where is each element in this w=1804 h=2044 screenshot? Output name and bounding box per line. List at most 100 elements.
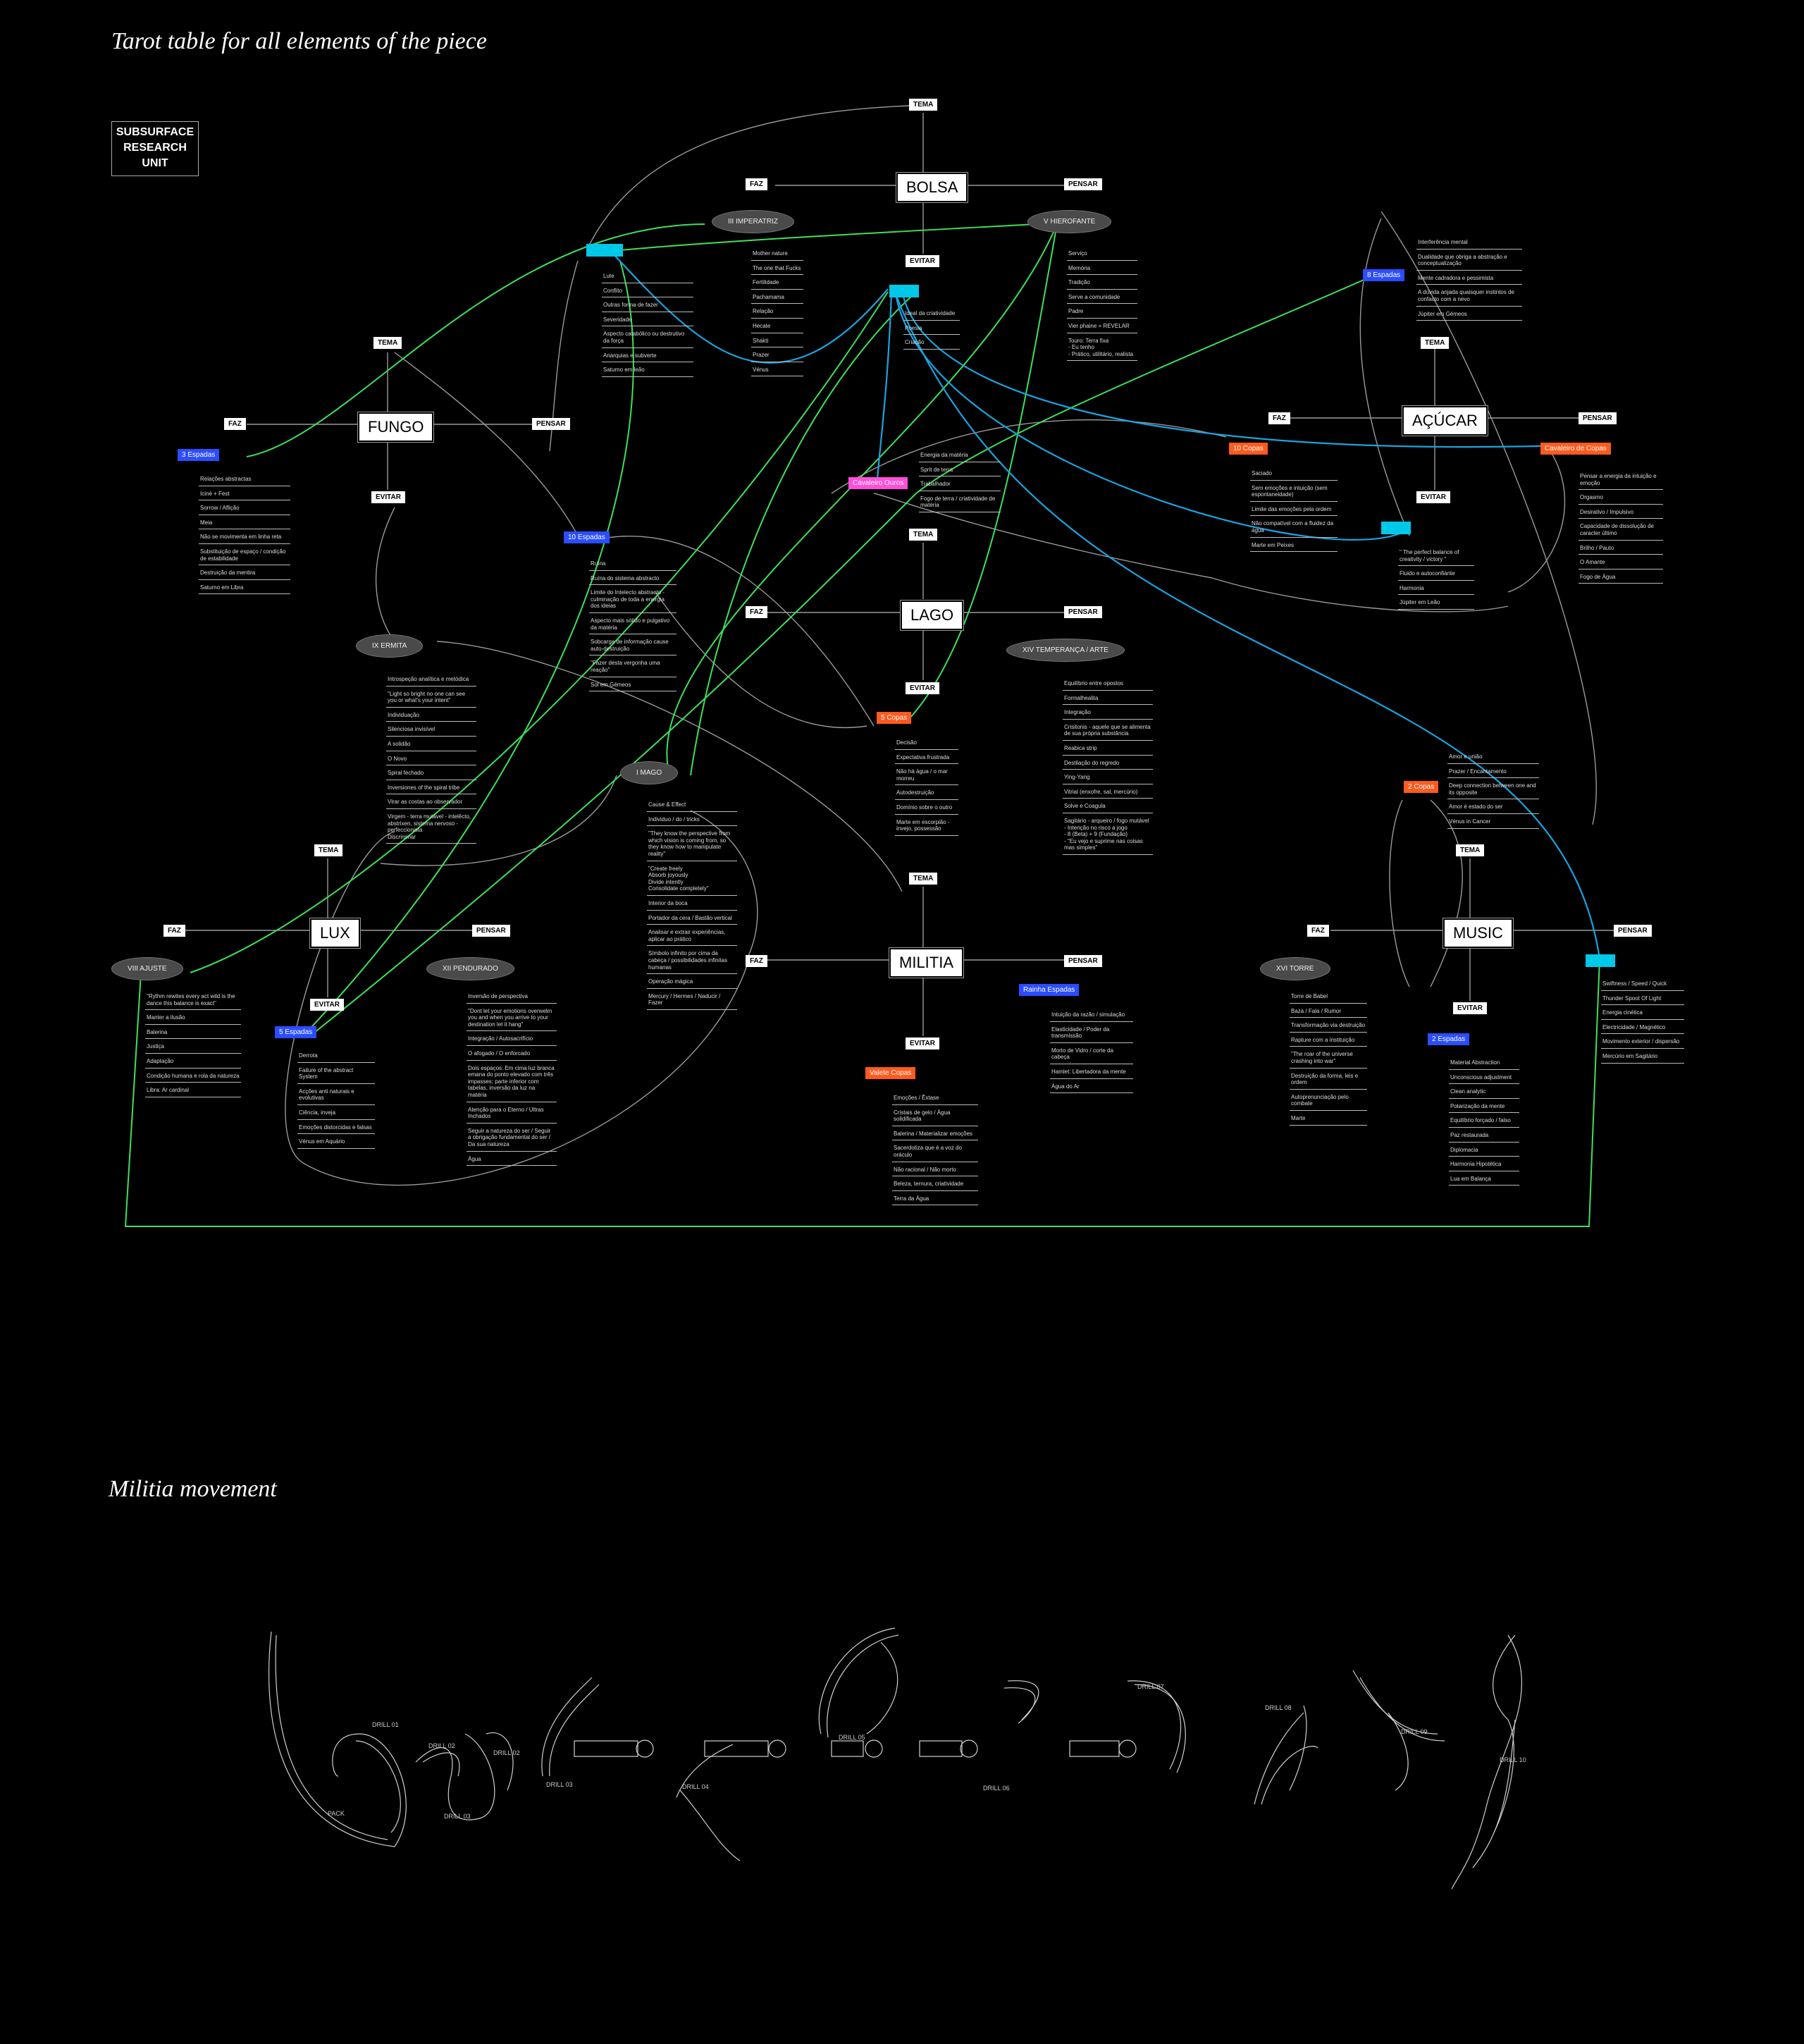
drill-label: DRILL 01 (372, 1721, 399, 1728)
card-tag-cyan[interactable] (1586, 954, 1615, 967)
blue-links (612, 253, 1601, 959)
hub-music[interactable]: MUSIC (1442, 918, 1514, 949)
drill-label: DRILL 10 (1500, 1756, 1526, 1763)
card-cavaleiro-copas[interactable]: Cavaleiro de Copas (1540, 443, 1611, 455)
label-evitar: EVITAR (1416, 491, 1450, 503)
card-cavaleiro-ouros[interactable]: Cavaleiro Ouros (848, 477, 908, 489)
card-5-espadas[interactable]: 5 Espadas (275, 1026, 317, 1038)
drill-label: DRILL 06 (983, 1785, 1010, 1792)
card-8-espadas[interactable]: 8 Espadas (1363, 269, 1405, 281)
card-tag-cyan[interactable] (1381, 522, 1411, 534)
label-evitar: EVITAR (906, 255, 939, 267)
card-3-espadas[interactable]: 3 Espadas (178, 449, 220, 461)
drill-label: DRILL 03 (546, 1781, 573, 1788)
hub-acucar[interactable]: AÇÚCAR (1402, 405, 1488, 436)
drill-label: DRILL 08 (1265, 1704, 1292, 1711)
drill-label: DRILL 02 (428, 1742, 455, 1749)
label-tema: TEMA (909, 99, 938, 111)
label-tema: TEMA (1456, 844, 1485, 856)
label-pensar: PENSAR (472, 925, 510, 937)
label-faz: FAZ (1268, 412, 1290, 424)
label-faz: FAZ (224, 418, 246, 430)
label-faz: FAZ (163, 925, 185, 937)
label-evitar: EVITAR (906, 1038, 939, 1049)
card-valete-copas[interactable]: Valete Copas (865, 1067, 916, 1079)
label-tema: TEMA (909, 873, 938, 885)
hub-bolsa[interactable]: BOLSA (895, 172, 969, 203)
hub-lux[interactable]: LUX (309, 918, 361, 949)
card-10-espadas[interactable]: 10 Espadas (564, 531, 610, 543)
label-evitar: EVITAR (1453, 1002, 1487, 1014)
drill-label: PACK (328, 1810, 345, 1817)
label-pensar: PENSAR (1064, 178, 1102, 190)
card-torre[interactable]: XVI TORRE (1260, 957, 1330, 980)
card-hierofante[interactable]: V HIEROFANTE (1027, 210, 1112, 233)
green-links (124, 223, 1600, 1227)
label-faz: FAZ (1307, 925, 1329, 937)
label-pensar: PENSAR (1614, 925, 1652, 937)
card-pendurado[interactable]: XII PENDURADO (426, 957, 514, 980)
list-acucar-evitar: " The perfect balance of creativity / vi… (1398, 547, 1474, 612)
card-2-copas[interactable]: 2 Copas (1404, 781, 1439, 793)
label-pensar: PENSAR (1578, 412, 1617, 424)
list-ermita: Introspeção analítica e metódica"Light s… (386, 674, 476, 846)
drill-label: DRILL 03 (444, 1813, 471, 1820)
card-10-copas[interactable]: 10 Copas (1229, 443, 1268, 455)
label-evitar: EVITAR (906, 682, 939, 694)
grey-links (183, 105, 1614, 1186)
label-tema: TEMA (1421, 337, 1450, 349)
label-pensar: PENSAR (1064, 606, 1102, 618)
card-tag-cyan[interactable] (586, 244, 623, 257)
card-imperatriz[interactable]: III IMPERATRIZ (712, 210, 794, 233)
label-faz: FAZ (746, 955, 767, 967)
card-ajuste[interactable]: VIII AJUSTE (111, 957, 183, 980)
list-pendurado: Inversão de perspectiva"Dont let your em… (467, 991, 557, 1168)
drill-label: DRILL 02 (493, 1749, 520, 1756)
drill-label: DRILL 09 (1401, 1728, 1428, 1735)
drill-label: DRILL 04 (682, 1783, 709, 1790)
label-evitar: EVITAR (371, 491, 405, 503)
card-temperanca[interactable]: XIV TEMPERANÇA / ARTE (1006, 639, 1125, 662)
label-tema: TEMA (373, 337, 402, 349)
drill-label: DRILL 05 (839, 1734, 865, 1741)
card-ermita[interactable]: IX ERMITA (356, 634, 424, 658)
hub-militia[interactable]: MILITIA (888, 947, 965, 978)
card-tag-cyan[interactable] (889, 285, 919, 297)
card-5-copas[interactable]: 5 Copas (877, 712, 912, 724)
card-mago[interactable]: I MAGO (620, 761, 679, 784)
hub-lago[interactable]: LAGO (899, 600, 965, 631)
list-ajuste: "Rythm rewites every act wild is the dan… (145, 991, 241, 1100)
label-faz: FAZ (746, 606, 767, 618)
movement-title: Militia movement (109, 1476, 277, 1502)
label-tema: TEMA (314, 844, 343, 856)
drill-label: DRILL 07 (1137, 1683, 1164, 1690)
card-rainha-espadas[interactable]: Rainha Espadas (1019, 984, 1080, 996)
card-2-espadas[interactable]: 2 Espadas (1428, 1033, 1470, 1045)
hub-fungo[interactable]: FUNGO (357, 412, 435, 443)
label-evitar: EVITAR (310, 999, 344, 1011)
label-pensar: PENSAR (532, 418, 570, 430)
label-faz: FAZ (746, 178, 767, 190)
subsurface-logo: SUBSURFACE RESEARCH UNIT (111, 121, 199, 176)
label-tema: TEMA (909, 529, 938, 541)
